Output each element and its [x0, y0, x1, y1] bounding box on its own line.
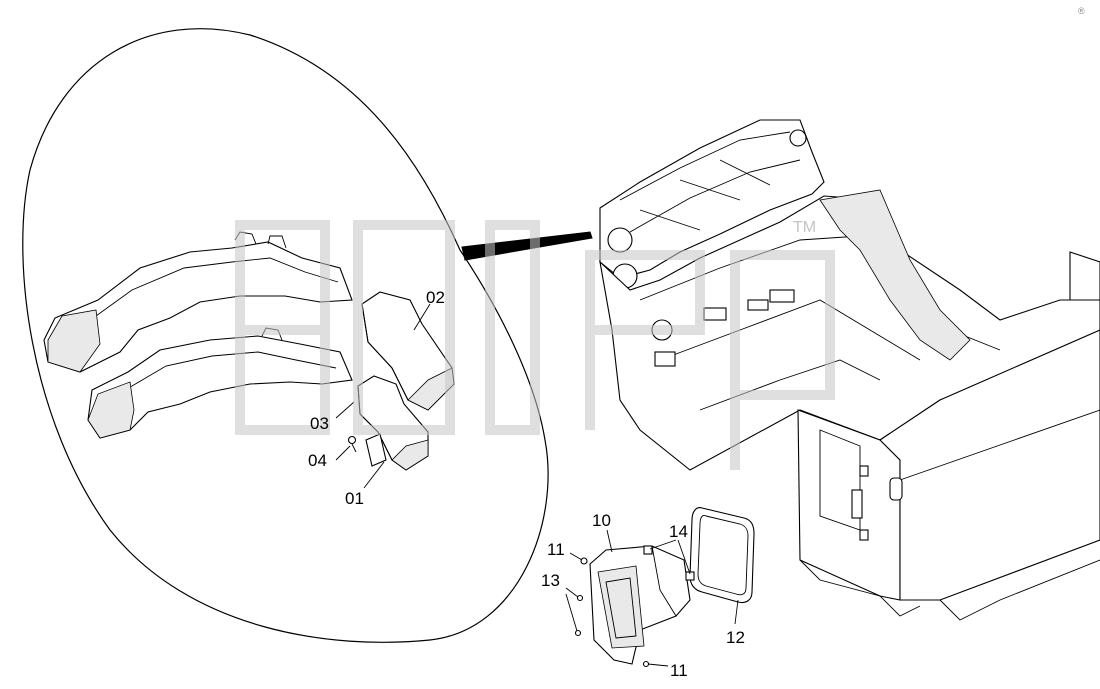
screw-04-icon — [347, 435, 357, 453]
gasket-12-part — [689, 507, 755, 604]
leader-01 — [363, 461, 385, 489]
lower-duct-part — [87, 327, 353, 439]
callout-13: 13 — [541, 571, 560, 590]
clip-14-a-icon — [643, 545, 653, 555]
fastener-13-b-icon — [574, 629, 582, 637]
clip-14-b-icon — [685, 571, 695, 581]
callout-12: 12 — [726, 628, 745, 647]
fastener-11-top-icon — [580, 557, 588, 565]
fastener-13-a-icon — [576, 594, 584, 602]
cab-floor-assembly — [599, 119, 1100, 621]
leader-11-top — [569, 552, 583, 561]
callout-01: 01 — [345, 489, 364, 508]
callout-04: 04 — [308, 451, 327, 470]
leader-04 — [335, 445, 351, 461]
leader-13-b — [565, 593, 578, 632]
bracket-part — [365, 433, 387, 467]
detail-callout-bubble — [22, 28, 549, 643]
leader-12 — [734, 599, 739, 625]
leader-11-bottom — [647, 663, 669, 667]
leader-13-a — [565, 587, 579, 598]
upper-duct-part — [43, 231, 353, 373]
callout-10: 10 — [592, 511, 611, 530]
callout-11-top: 11 — [547, 540, 565, 559]
leader-14-a — [649, 539, 677, 550]
detail-leader-wedge — [461, 231, 593, 261]
callout-03: 03 — [310, 414, 329, 433]
duct-10-part — [589, 545, 691, 665]
corner-mark: ® — [1078, 6, 1085, 16]
fastener-11-bottom-icon — [642, 660, 650, 668]
callout-11-bottom: 11 — [670, 661, 688, 680]
callout-14: 14 — [669, 522, 688, 541]
leader-14-b — [677, 539, 691, 575]
leader-02 — [413, 303, 431, 331]
leader-03 — [335, 401, 355, 419]
watermark-tm: TM — [793, 219, 816, 236]
leader-10 — [606, 529, 613, 553]
watermark-logo: TM — [235, 219, 835, 470]
callout-02: 02 — [426, 288, 445, 307]
